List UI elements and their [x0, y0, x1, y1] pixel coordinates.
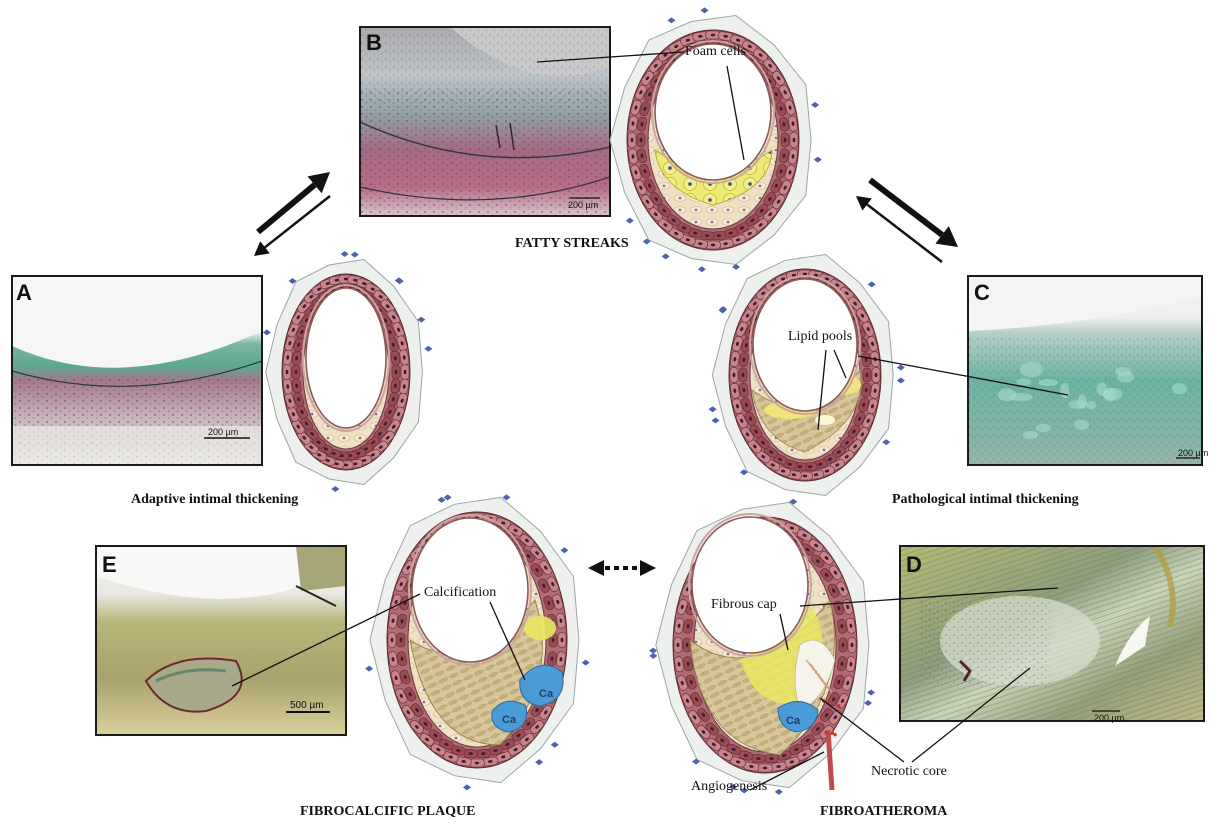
caption-fibroatheroma: FIBROATHEROMA [820, 804, 947, 820]
panel-letter-c: C [974, 280, 990, 306]
artery-pathological-fibroblast [882, 439, 890, 445]
red-blood-cell [825, 732, 828, 735]
artery-fibroatheroma-fibroblast [864, 700, 872, 706]
label-angiogenesis: Angiogenesis [691, 779, 767, 795]
caption-pathological-intimal-thickening: Pathological intimal thickening [892, 492, 1079, 508]
foam-cell-cluster [524, 616, 556, 640]
artery-fibroatheroma-fibroblast [649, 653, 657, 659]
artery-fibroatheroma: Ca [649, 499, 875, 795]
artery-fatty-streak-fibroblast [667, 17, 675, 23]
red-blood-cell [837, 704, 840, 707]
artery-fibroatheroma-lumen [692, 517, 808, 653]
panel-letter-b: B [366, 30, 382, 56]
histology-panel-b [360, 27, 610, 217]
label-fibrous-cap: Fibrous cap [711, 597, 777, 613]
calcium-label-2: Ca [502, 714, 517, 726]
scale-bar-a: 200 µm [208, 427, 238, 437]
artery-pathological-fibroblast [709, 406, 717, 412]
artery-adaptive-fibroblast [424, 346, 432, 352]
artery-pathological-fibroblast [868, 281, 876, 287]
label-necrotic-core: Necrotic core [871, 764, 947, 780]
artery-fibrocalcific-fibroblast [582, 660, 590, 666]
artery-pathological-fibroblast [897, 365, 905, 371]
artery-fatty-streak-fibroblast [811, 102, 819, 108]
artery-fatty-streak-lumen [655, 44, 771, 180]
artery-fibroatheroma-fibroblast [775, 789, 783, 795]
arrow-b-to-c [870, 180, 958, 247]
artery-adaptive-fibroblast [331, 486, 339, 492]
panel-letter-a: A [16, 280, 32, 306]
label-calcification: Calcification [424, 585, 496, 601]
artery-fibrocalcific-fibroblast [560, 547, 568, 553]
artery-pathological-fibroblast [897, 378, 905, 384]
red-blood-cell [831, 732, 834, 735]
artery-fatty-streak-fibroblast [626, 218, 634, 224]
scale-bar-e: 500 µm [290, 700, 324, 711]
artery-adaptive-fibroblast [263, 329, 271, 335]
histology-panel-c [968, 276, 1202, 466]
panel-letter-d: D [906, 552, 922, 578]
artery-fatty-streak-fibroblast [698, 266, 706, 272]
artery-fibrocalcific-fibroblast [463, 784, 471, 790]
histology-panel-a [12, 276, 262, 466]
histology-panel-d [900, 546, 1204, 721]
artery-pathological-fibroblast [711, 418, 719, 424]
caption-adaptive-intimal-thickening: Adaptive intimal thickening [131, 492, 298, 508]
artery-pathological [709, 255, 905, 496]
artery-adaptive [263, 251, 432, 492]
artery-fibrocalcific-fibroblast [551, 742, 559, 748]
artery-adaptive-fibroblast [351, 252, 359, 258]
artery-fibroatheroma-fibroblast [649, 648, 657, 654]
label-foam-cells: Foam cells [685, 44, 746, 60]
artery-pathological-lumen [753, 279, 857, 411]
label-lipid-pools: Lipid pools [788, 329, 852, 345]
artery-fibroatheroma-fibroblast [867, 690, 875, 696]
calcium-label-3: Ca [786, 715, 801, 727]
panel-letter-e: E [102, 552, 117, 578]
scale-bar-c: 200 µm [1178, 448, 1208, 458]
artery-adaptive-lumen [306, 288, 386, 428]
scale-bar-d: 200 µm [1094, 713, 1124, 723]
artery-fatty-streak-fibroblast [662, 253, 670, 259]
scale-bar-b: 200 µm [568, 200, 598, 210]
artery-fibrocalcific-fibroblast [535, 759, 543, 765]
calcium-label-1: Ca [539, 688, 554, 700]
caption-fibrocalcific-plaque: FIBROCALCIFIC PLAQUE [300, 804, 475, 820]
artery-adaptive-fibroblast [341, 251, 349, 257]
caption-fatty-streaks: FATTY STREAKS [515, 236, 629, 252]
artery-fatty-streak-fibroblast [814, 157, 822, 163]
arrow-c-to-b [856, 196, 942, 262]
artery-fibrocalcific-fibroblast [365, 666, 373, 672]
arrow-bidirectional-e-d [588, 560, 656, 576]
artery-fatty-streak-fibroblast [732, 264, 740, 270]
artery-fatty-streak-fibroblast [701, 7, 709, 13]
